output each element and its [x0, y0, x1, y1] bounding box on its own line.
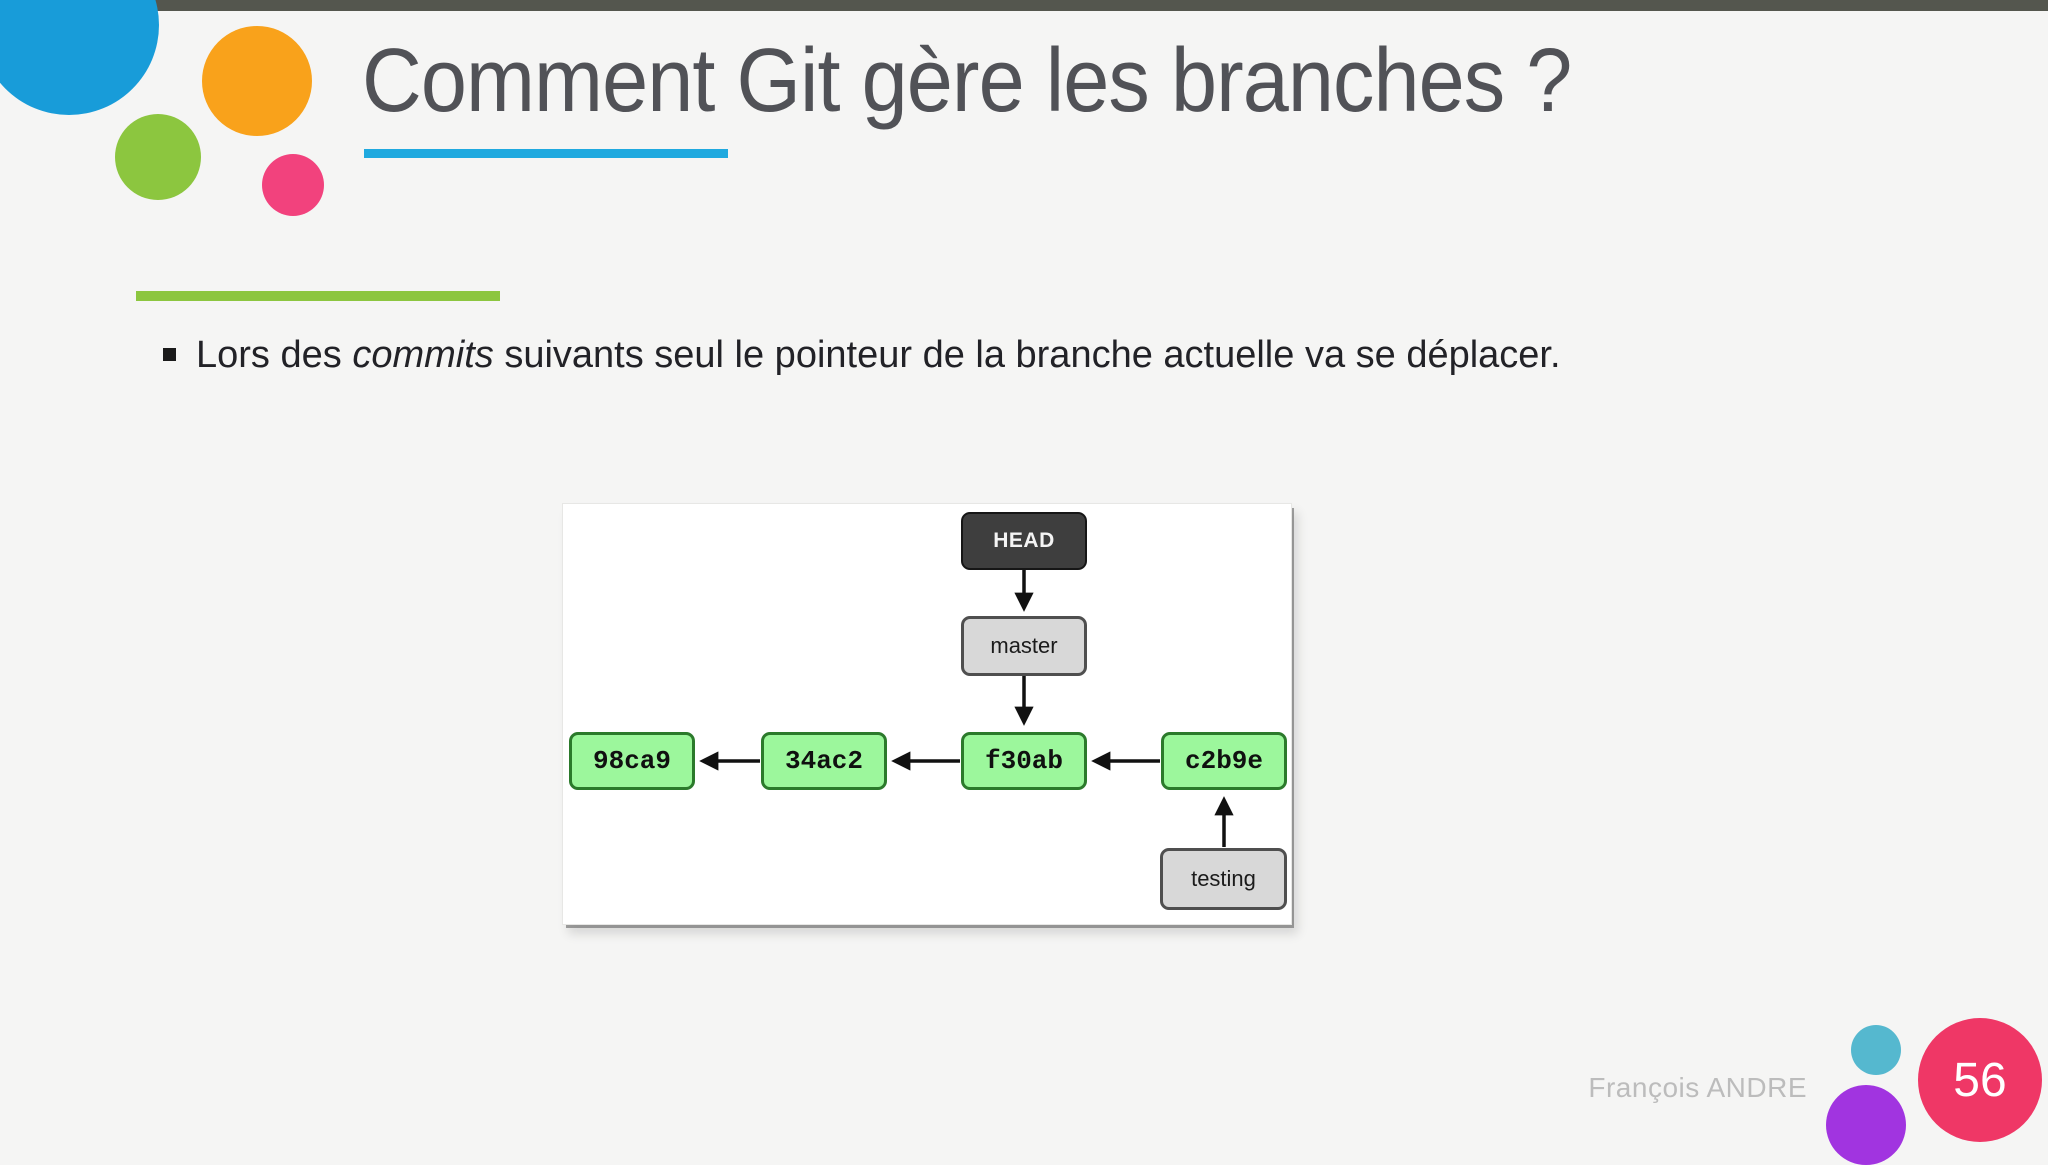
title-underline	[364, 149, 728, 158]
decorative-circle-blue	[0, 0, 159, 115]
bullet-square-icon	[163, 348, 176, 361]
decorative-circle-orange	[202, 26, 312, 136]
page-number: 56	[1953, 1053, 2007, 1107]
page-number-badge: 56	[1918, 1018, 2042, 1142]
bullet-text-after: suivants seul le pointeur de la branche …	[493, 334, 1561, 376]
diagram-node-commit-34ac2: 34ac2	[761, 732, 887, 790]
diagram-node-master: master	[961, 616, 1087, 676]
slide-top-bar	[0, 0, 2048, 11]
diagram-node-commit-98ca9: 98ca9	[569, 732, 695, 790]
decorative-circle-teal	[1851, 1025, 1901, 1075]
git-diagram: HEAD master 98ca9 34ac2 f30ab c2b9e test…	[562, 503, 1292, 925]
bullet-text-before: Lors des	[196, 334, 353, 376]
diagram-node-head: HEAD	[961, 512, 1087, 570]
decorative-circle-pink	[262, 154, 324, 216]
decorative-circle-purple	[1826, 1085, 1906, 1165]
footer-author: François ANDRE	[1588, 1072, 1807, 1103]
bullet-text: Lors des commits suivants seul le pointe…	[163, 331, 1561, 379]
diagram-node-commit-c2b9e: c2b9e	[1161, 732, 1287, 790]
diagram-node-testing: testing	[1160, 848, 1287, 910]
green-divider-line	[136, 291, 500, 301]
slide-title: Comment Git gère les branches ?	[362, 31, 1572, 131]
bullet-text-italic: commits	[352, 334, 494, 376]
diagram-node-commit-f30ab: f30ab	[961, 732, 1087, 790]
decorative-circle-green	[115, 114, 201, 200]
